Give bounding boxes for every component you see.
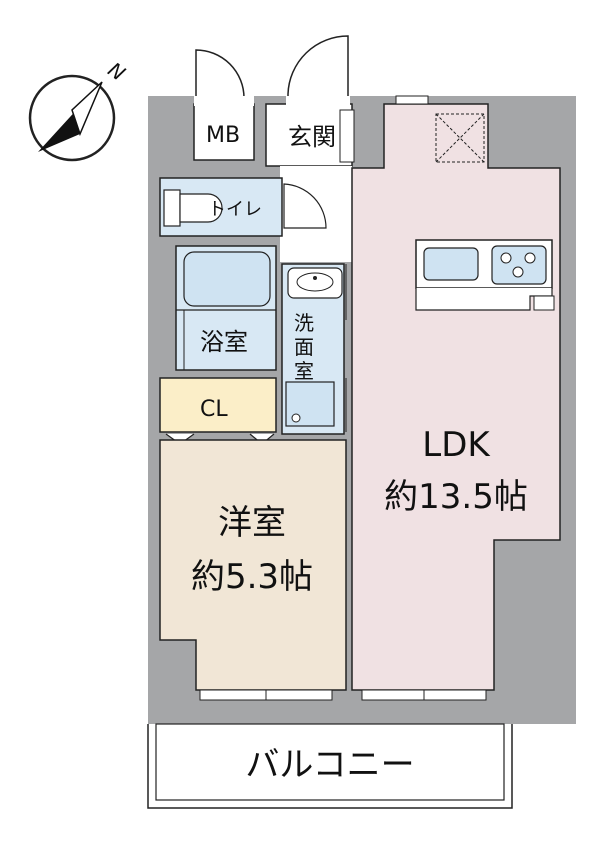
bath-label: 浴室 [200,328,248,356]
toilet-bowl [179,193,223,223]
western-room-size: 約5.3帖 [191,557,313,597]
ldk-size: 約13.5帖 [384,477,528,517]
western-room-name: 洋室 [218,503,286,543]
compass: N [28,57,130,162]
western-room [159,439,347,691]
mb-door [195,49,245,104]
toilet-label: トイレ [208,199,262,220]
toilet-tank [163,189,181,227]
washroom-label-3: 室 [294,359,314,383]
washroom-label-1: 洗 [294,311,314,335]
north-label: N [104,57,130,85]
stove [491,245,547,285]
closet-label: CL [200,397,228,422]
kitchen-sink [423,247,479,281]
washroom-label-2: 面 [294,335,314,359]
toilet-door [283,183,327,229]
closet [159,377,277,433]
ldk-name: LDK [422,425,491,465]
entrance-label: 玄関 [288,123,336,151]
entrance-door [287,35,349,104]
bathtub [183,251,271,307]
mb-label: MB [206,123,240,148]
balcony-label: バルコニー [245,745,414,785]
